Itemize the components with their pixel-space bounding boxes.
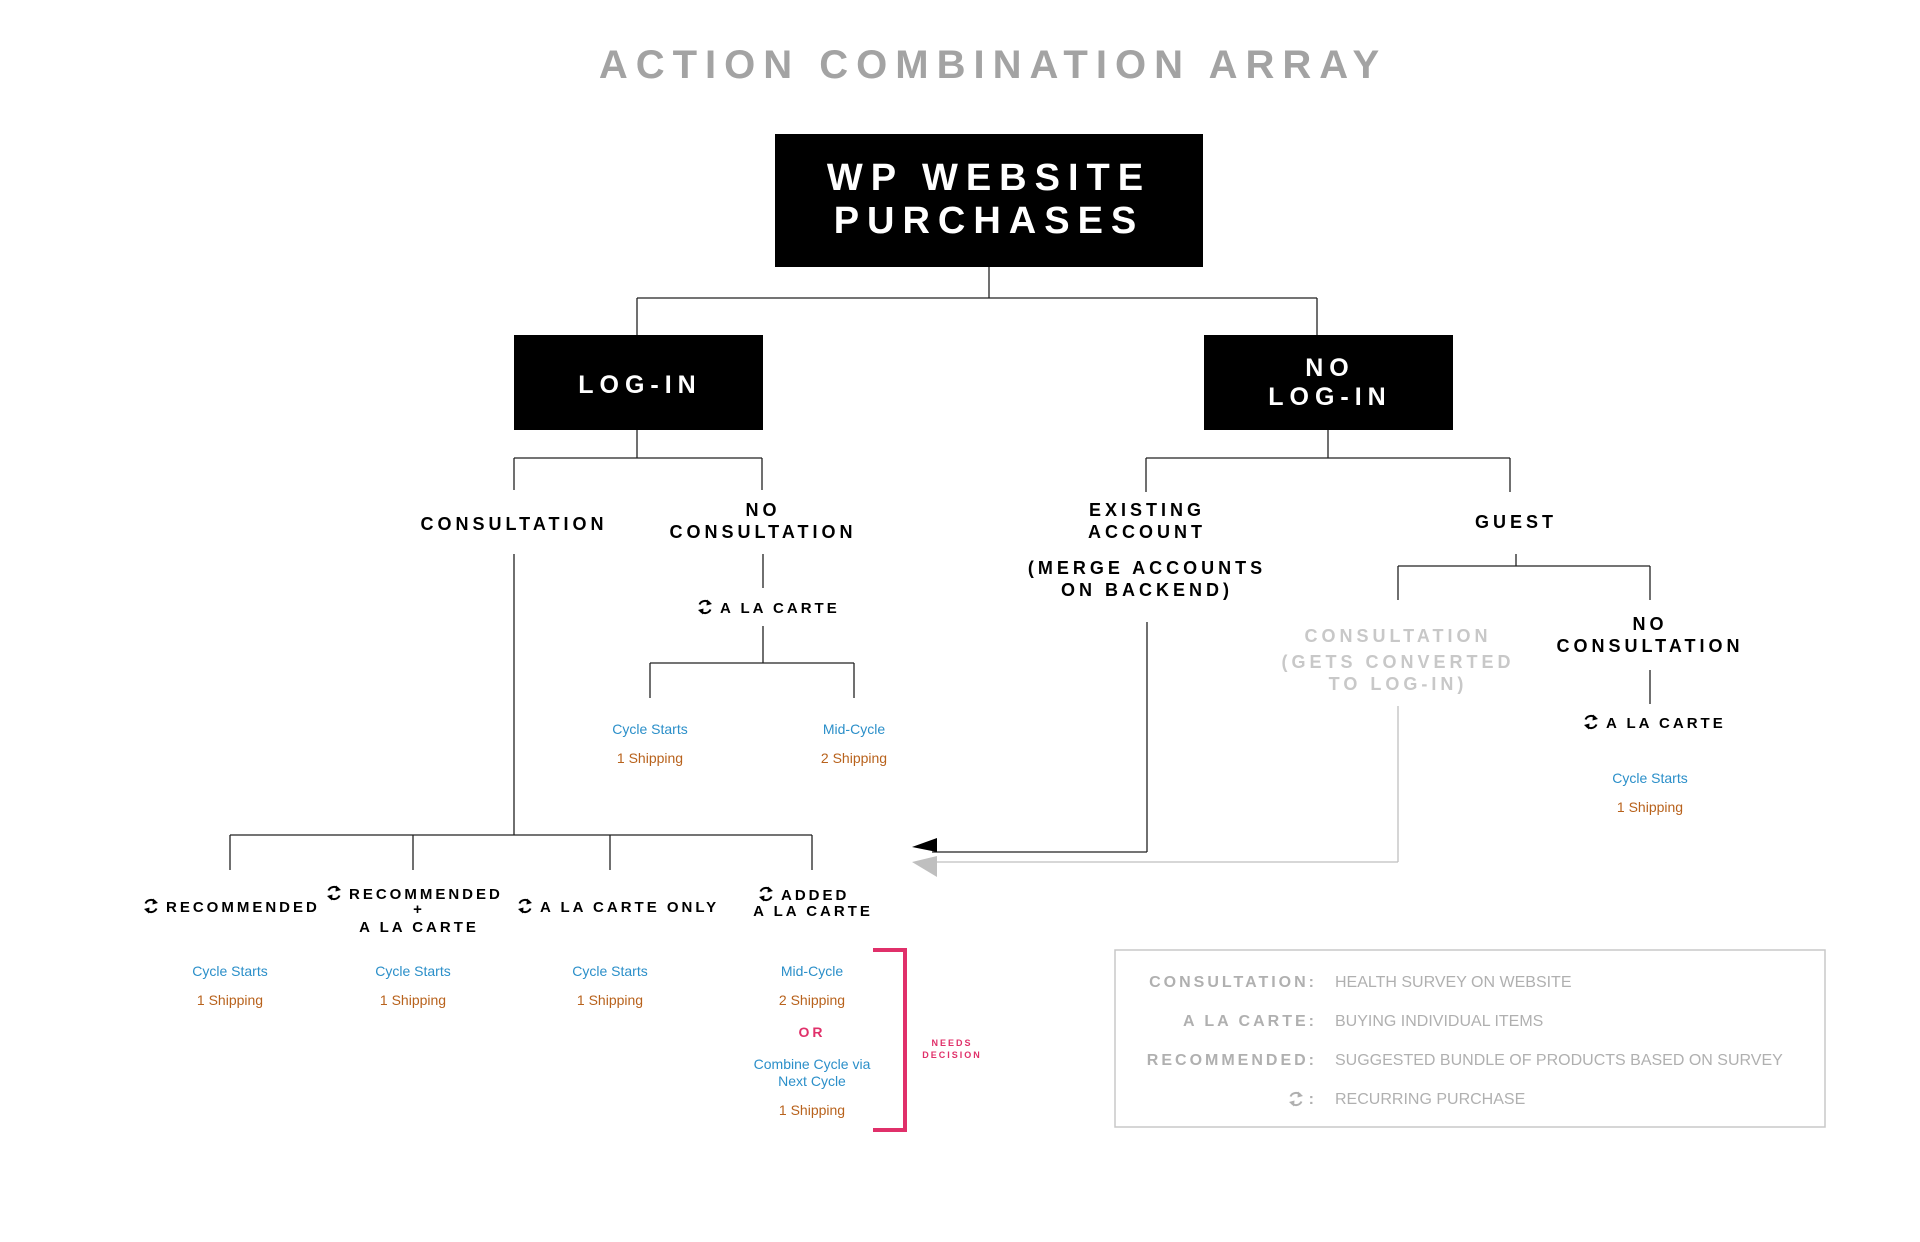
arrow-left-icon xyxy=(912,838,937,852)
login-no-consultation-line1: NO xyxy=(746,500,781,520)
no-login-line1: NO xyxy=(1305,354,1355,382)
guest-consultation-line2: (GETS CONVERTED xyxy=(1281,652,1514,672)
needs-decision-bracket xyxy=(873,948,907,1132)
needs-decision-line1: NEEDS xyxy=(931,1038,972,1048)
legend-recurring-term: : xyxy=(1309,1091,1317,1108)
root-line1: WP WEBSITE xyxy=(827,157,1151,199)
legend-alacarte-term: A LA CARTE: xyxy=(1183,1013,1317,1030)
shipping-text: 1 Shipping xyxy=(779,1102,845,1118)
legend-recommended-def: SUGGESTED BUNDLE OF PRODUCTS BASED ON SU… xyxy=(1335,1052,1783,1069)
mid-cycle-text: Mid-Cycle xyxy=(823,721,885,737)
option-added-line2: A LA CARTE xyxy=(753,903,873,920)
guest-connectors xyxy=(1397,554,1651,600)
no-login-connectors xyxy=(1145,430,1511,492)
no-login-node: NO LOG-IN xyxy=(1204,335,1453,430)
login-no-consultation-line2: CONSULTATION xyxy=(670,522,857,542)
arrow-left-icon xyxy=(912,856,937,877)
recurring-icon xyxy=(697,598,713,616)
login-consultation-label: CONSULTATION xyxy=(421,514,608,534)
guest-no-consultation-line1: NO xyxy=(1633,614,1668,634)
recurring-icon xyxy=(517,897,533,915)
shipping-text: 1 Shipping xyxy=(380,992,446,1008)
option-added-line1: ADDED xyxy=(781,887,849,904)
guest-consultation-line3: TO LOG-IN) xyxy=(1329,674,1468,694)
existing-account-note1: (MERGE ACCOUNTS xyxy=(1028,558,1266,578)
or-label: OR xyxy=(799,1024,826,1040)
login-label: LOG-IN xyxy=(578,371,702,399)
shipping-text: 1 Shipping xyxy=(1617,799,1683,815)
mid-cycle-text: Mid-Cycle xyxy=(781,963,843,979)
existing-account-line1: EXISTING xyxy=(1089,500,1205,520)
guest-no-consultation-line2: CONSULTATION xyxy=(1557,636,1744,656)
shipping-text: 1 Shipping xyxy=(197,992,263,1008)
guest-label: GUEST xyxy=(1475,512,1557,532)
shipping-text: 1 Shipping xyxy=(577,992,643,1008)
legend-consultation-def: HEALTH SURVEY ON WEBSITE xyxy=(1335,974,1572,991)
cycle-starts-text: Cycle Starts xyxy=(192,963,267,979)
option-alacarte-only-label: A LA CARTE ONLY xyxy=(540,899,719,916)
root-node: WP WEBSITE PURCHASES xyxy=(775,134,1203,267)
login-connectors xyxy=(513,430,763,490)
guest-alacarte-label: A LA CARTE xyxy=(1606,715,1726,732)
combine-cycle-line1: Combine Cycle via xyxy=(754,1056,871,1072)
cycle-starts-text: Cycle Starts xyxy=(1612,770,1687,786)
recurring-icon xyxy=(1583,713,1599,731)
login-alacarte-label: A LA CARTE xyxy=(720,600,840,617)
cycle-starts-text: Cycle Starts xyxy=(612,721,687,737)
recurring-icon xyxy=(326,884,342,902)
option-rec-plus-plus: + xyxy=(413,901,425,918)
existing-account-line2: ACCOUNT xyxy=(1088,522,1206,542)
cycle-starts-text: Cycle Starts xyxy=(572,963,647,979)
legend-recommended-term: RECOMMENDED: xyxy=(1147,1052,1317,1069)
needs-decision-line2: DECISION xyxy=(922,1050,982,1060)
login-alacarte-connectors xyxy=(649,626,855,698)
page-title: ACTION COMBINATION ARRAY xyxy=(599,43,1387,87)
no-login-line2: LOG-IN xyxy=(1268,383,1392,411)
recurring-icon xyxy=(143,897,159,915)
recurring-icon xyxy=(1288,1090,1304,1108)
combine-cycle-line2: Next Cycle xyxy=(778,1073,846,1089)
shipping-text: 2 Shipping xyxy=(821,750,887,766)
consultation-options-connectors xyxy=(229,834,813,870)
legend-alacarte-def: BUYING INDIVIDUAL ITEMS xyxy=(1335,1013,1543,1030)
cycle-starts-text: Cycle Starts xyxy=(375,963,450,979)
option-rec-plus-line2: A LA CARTE xyxy=(359,919,479,936)
option-rec-plus-line1: RECOMMENDED xyxy=(349,886,503,903)
legend-consultation-term: CONSULTATION: xyxy=(1149,974,1317,991)
option-recommended-label: RECOMMENDED xyxy=(166,899,320,916)
root-connectors xyxy=(636,267,1318,335)
legend-recurring-def: RECURRING PURCHASE xyxy=(1335,1091,1525,1108)
existing-account-note2: ON BACKEND) xyxy=(1061,580,1233,600)
shipping-text: 2 Shipping xyxy=(779,992,845,1008)
root-line2: PURCHASES xyxy=(834,200,1145,242)
login-node: LOG-IN xyxy=(514,335,763,430)
legend: CONSULTATION: HEALTH SURVEY ON WEBSITE A… xyxy=(1114,949,1826,1128)
recurring-icon xyxy=(758,885,774,903)
guest-consultation-line1: CONSULTATION xyxy=(1305,626,1492,646)
shipping-text: 1 Shipping xyxy=(617,750,683,766)
